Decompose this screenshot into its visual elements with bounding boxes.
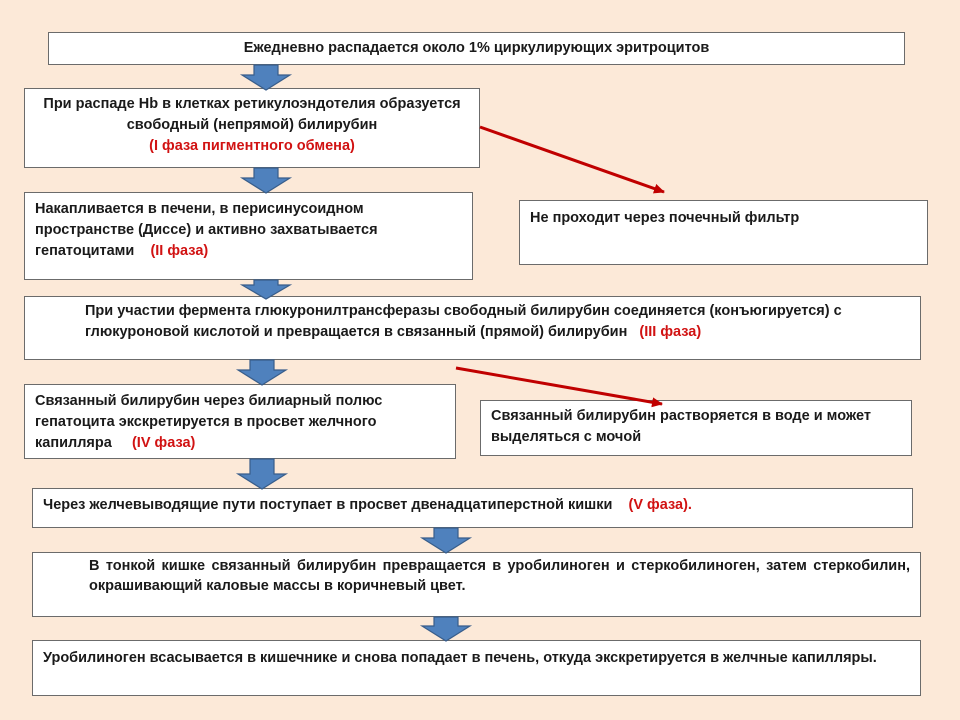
note-water-soluble: Связанный билирубин растворяется в воде … — [480, 400, 912, 456]
down-arrow-icon — [235, 458, 289, 490]
step-small-intestine: В тонкой кишке связанный билирубин превр… — [32, 552, 921, 617]
step-text: В тонкой кишке связанный билирубин превр… — [89, 558, 910, 594]
step-text: Связанный билирубин через билиарный полю… — [35, 393, 383, 451]
down-arrow-icon — [239, 64, 293, 91]
down-arrow-icon — [239, 167, 293, 194]
phase-label: (IV фаза) — [131, 435, 196, 451]
side-arrow-icon — [455, 366, 663, 408]
down-arrow-icon — [235, 359, 289, 386]
step-phase-1: При распаде Hb в клетках ретикулоэндотел… — [24, 88, 480, 168]
down-arrow-icon — [419, 527, 473, 554]
step-reabsorption: Уробилиноген всасывается в кишечнике и с… — [32, 640, 921, 696]
note-text: Не проходит через почечный фильтр — [530, 210, 800, 226]
step-phase-2: Накапливается в печени, в перисинусоидно… — [24, 192, 473, 280]
step-text: Через желчевыводящие пути поступает в пр… — [43, 497, 613, 513]
phase-label: (I фаза пигментного обмена) — [149, 138, 355, 154]
note-not-filtered: Не проходит через почечный фильтр — [519, 200, 928, 265]
phase-label: (II фаза) — [150, 243, 209, 259]
side-arrow-icon — [479, 125, 665, 194]
note-text: Связанный билирубин растворяется в воде … — [491, 408, 871, 445]
phase-label: (III фаза) — [639, 324, 702, 340]
step-daily-breakdown: Ежедневно распадается около 1% циркулиру… — [48, 32, 905, 65]
step-phase-4: Связанный билирубин через билиарный полю… — [24, 384, 456, 459]
down-arrow-icon — [419, 616, 473, 642]
step-text: Уробилиноген всасывается в кишечнике и с… — [43, 650, 877, 666]
step-text: Ежедневно распадается около 1% циркулиру… — [243, 40, 710, 56]
phase-label: (V фаза). — [628, 497, 692, 513]
step-text: При распаде Hb в клетках ретикулоэндотел… — [43, 96, 461, 133]
step-phase-5: Через желчевыводящие пути поступает в пр… — [32, 488, 913, 528]
step-text: При участии фермента глюкуронилтрансфера… — [85, 303, 842, 340]
step-text: Накапливается в печени, в перисинусоидно… — [35, 201, 378, 259]
step-phase-3: При участии фермента глюкуронилтрансфера… — [24, 296, 921, 360]
